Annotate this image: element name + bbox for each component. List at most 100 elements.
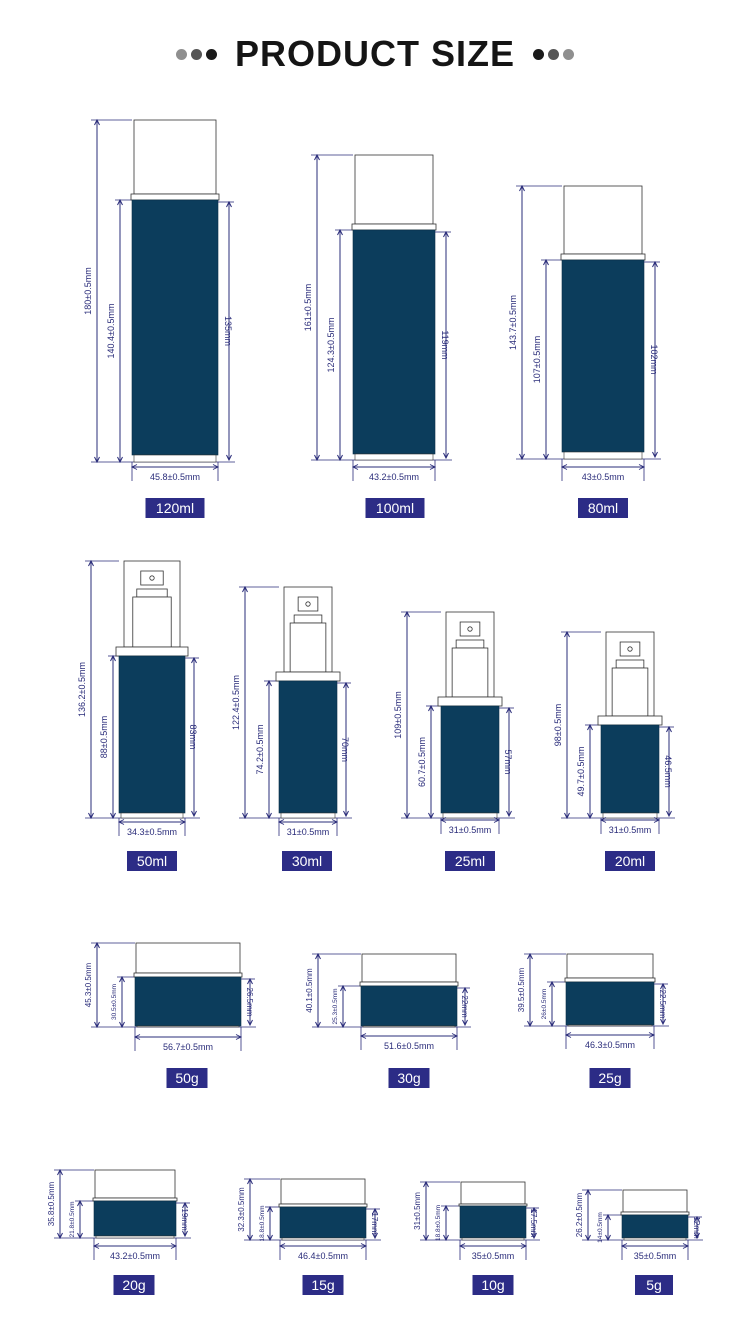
width-dim-arrow-icon <box>360 1243 368 1249</box>
total-height-dim-arrow-icon <box>519 453 525 461</box>
body-height-dim-arrow-icon <box>117 198 123 206</box>
container-body <box>352 229 436 455</box>
total-height-dim-arrow-icon <box>423 1234 429 1242</box>
total-height-dim-arrow-icon <box>527 952 533 960</box>
container-base <box>563 451 643 460</box>
inner-height-dim-label: 17mm <box>370 1212 379 1235</box>
inner-height-dim-arrow-icon <box>191 810 197 818</box>
capacity-label: 120ml <box>156 500 194 516</box>
jar-lid-rim <box>359 981 459 987</box>
inner-height-dim-arrow-icon <box>462 1019 468 1027</box>
jar-lid <box>361 953 457 983</box>
width-dim-arrow-icon <box>564 1032 572 1038</box>
total-height-dim-label: 122.4±0.5mm <box>231 675 241 730</box>
total-height-dim-arrow-icon <box>527 1020 533 1028</box>
pump-ring <box>115 646 189 657</box>
pump-collar <box>611 667 649 717</box>
container-base <box>623 1237 687 1241</box>
total-height-dim-arrow-icon <box>247 1234 253 1242</box>
total-height-dim-arrow-icon <box>314 454 320 462</box>
pump-collar <box>289 622 327 673</box>
inner-height-dim-label: 119mm <box>440 330 450 359</box>
capacity-label-bg <box>445 851 495 871</box>
body-height-dim-arrow-icon <box>110 654 116 662</box>
inner-height-dim-arrow-icon <box>694 1232 700 1240</box>
inner-height-dim-label: 57mm <box>503 749 513 774</box>
inner-height-dim-arrow-icon <box>660 982 666 990</box>
inner-height-dim-arrow-icon <box>372 1232 378 1240</box>
body-height-dim-label: 60.7±0.5mm <box>417 737 427 787</box>
pump-nozzle-icon <box>467 626 473 632</box>
jar-lid-rim <box>564 977 656 983</box>
total-height-dim-label: 45.3±0.5mm <box>84 962 93 1007</box>
jar-lid <box>135 942 241 974</box>
body-height-dim-arrow-icon <box>77 1232 83 1240</box>
width-dim-arrow-icon <box>620 1243 628 1249</box>
width-dim-arrow-icon <box>351 464 359 470</box>
inner-height-dim-arrow-icon <box>182 1230 188 1238</box>
body-height-dim-label: 25.3±0.5mm <box>332 988 339 1024</box>
width-dim-arrow-icon <box>331 819 339 825</box>
width-dim-label: 35±0.5mm <box>634 1251 676 1261</box>
body-height-dim-arrow-icon <box>117 456 123 464</box>
inner-height-dim-arrow-icon <box>652 451 658 459</box>
width-dim-arrow-icon <box>458 1243 466 1249</box>
pump-shoulder <box>615 659 645 669</box>
width-dim-arrow-icon <box>277 819 285 825</box>
total-height-dim-arrow-icon <box>242 585 248 593</box>
width-dim-label: 43.2±0.5mm <box>110 1251 160 1261</box>
inner-height-dim-arrow-icon <box>247 977 253 985</box>
width-dim-arrow-icon <box>520 1243 528 1249</box>
cap-collar <box>130 193 220 201</box>
body-height-dim-label: 14±0.5mm <box>597 1212 604 1243</box>
width-dim-arrow-icon <box>179 819 187 825</box>
width-dim-label: 46.3±0.5mm <box>585 1040 635 1050</box>
total-height-dim-arrow-icon <box>94 1021 100 1029</box>
width-dim-label: 51.6±0.5mm <box>384 1041 434 1051</box>
pump-ring <box>275 671 341 682</box>
width-dim-arrow-icon <box>359 1033 367 1039</box>
inner-height-dim-arrow-icon <box>506 706 512 714</box>
total-height-dim-label: 26.2±0.5mm <box>575 1192 584 1237</box>
pump-actuator <box>619 641 641 657</box>
width-dim-arrow-icon <box>599 817 607 823</box>
container-body <box>93 1200 177 1237</box>
total-height-dim-arrow-icon <box>315 1021 321 1029</box>
cap-collar <box>560 253 646 261</box>
width-dim-label: 56.7±0.5mm <box>163 1042 213 1052</box>
jar-lid-rim <box>620 1211 690 1216</box>
total-height-dim-label: 39.5±0.5mm <box>517 967 526 1012</box>
width-dim-label: 31±0.5mm <box>287 827 329 837</box>
capacity-label: 5g <box>646 1277 662 1293</box>
capacity-label: 50g <box>175 1070 198 1086</box>
inner-height-dim-arrow-icon <box>182 1201 188 1209</box>
body-height-dim-arrow-icon <box>266 679 272 687</box>
container-body <box>459 1205 527 1239</box>
total-height-dim-arrow-icon <box>88 559 94 567</box>
body-height-dim-label: 140.4±0.5mm <box>106 304 116 359</box>
capacity-label-bg <box>635 1275 673 1295</box>
pump-shoulder <box>455 639 485 649</box>
capacity-label: 30g <box>397 1070 420 1086</box>
inner-height-dim-arrow-icon <box>372 1207 378 1215</box>
body-height-dim-arrow-icon <box>587 723 593 731</box>
body-height-dim-arrow-icon <box>337 228 343 236</box>
total-height-dim-label: 98±0.5mm <box>553 704 563 746</box>
container-body <box>134 976 242 1027</box>
pump-actuator <box>140 570 164 586</box>
inner-height-dim-label: 135mm <box>223 316 233 346</box>
inner-height-dim-label: 70mm <box>340 737 350 762</box>
total-height-dim-arrow-icon <box>94 118 100 126</box>
body-height-dim-label: 74.2±0.5mm <box>255 725 265 775</box>
capacity-label-bg <box>145 498 205 518</box>
capacity-label: 25ml <box>455 853 485 869</box>
total-height-dim-arrow-icon <box>564 630 570 638</box>
inner-height-dim-arrow-icon <box>652 260 658 268</box>
